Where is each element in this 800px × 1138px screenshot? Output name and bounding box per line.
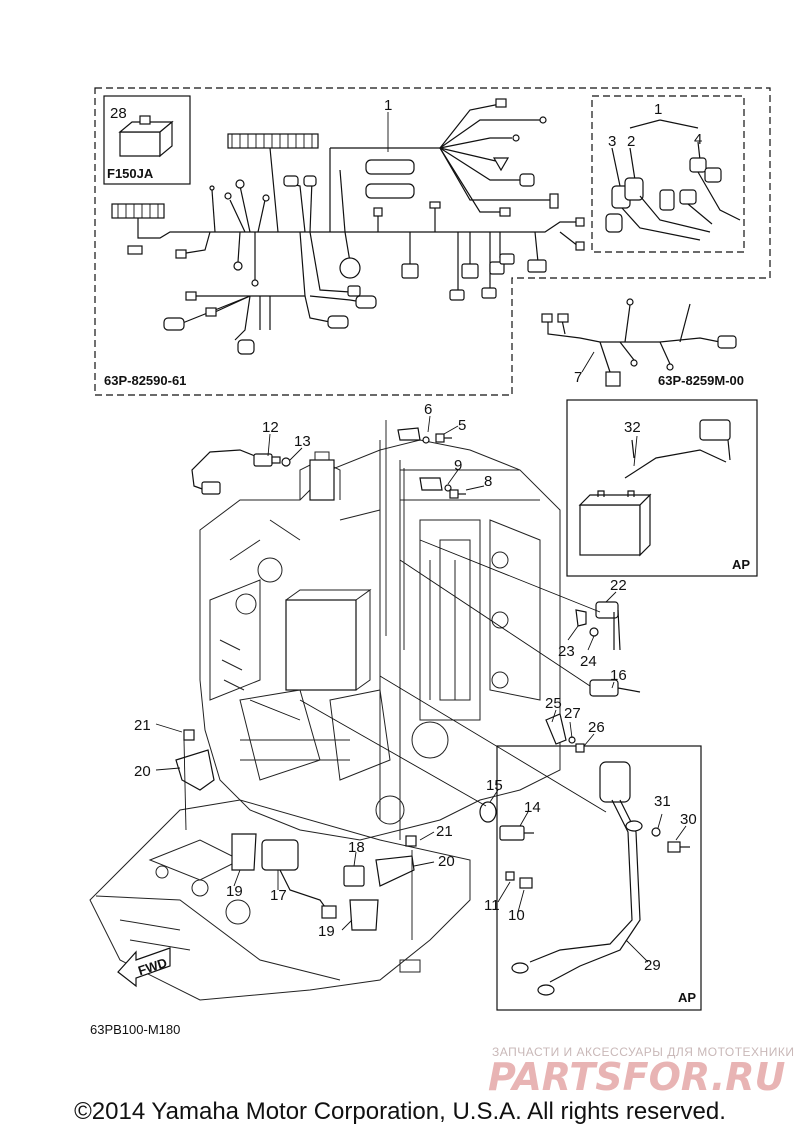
label-7: 7: [574, 369, 582, 386]
sensor-inset: [605, 119, 741, 241]
label-9: 9: [454, 457, 462, 474]
label-30: 30: [680, 811, 697, 828]
label-28: 28: [110, 105, 127, 122]
copyright-notice: ©2014 Yamaha Motor Corporation, U.S.A. A…: [74, 1098, 726, 1125]
figure-ref-code: 63PB100-M180: [90, 1022, 180, 1037]
label-14: 14: [524, 799, 541, 816]
label-31: 31: [654, 793, 671, 810]
engine-block: [199, 439, 561, 841]
label-17: 17: [270, 887, 287, 904]
sensor-22-16: [545, 601, 641, 753]
label-12: 12: [262, 419, 279, 436]
label-1: 1: [384, 97, 392, 114]
label-21b: 21: [436, 823, 453, 840]
label-18: 18: [348, 839, 365, 856]
label-10: 10: [508, 907, 525, 924]
battery-ap-box: [566, 399, 758, 577]
watermark-line1: ЗАПЧАСТИ И АКСЕССУАРЫ ДЛЯ МОТОТЕХНИКИ: [492, 1045, 794, 1059]
leader-lines: [155, 112, 687, 963]
watermark: ЗАПЧАСТИ И АКСЕССУАРЫ ДЛЯ МОТОТЕХНИКИ PA…: [488, 1045, 794, 1099]
part-number-labels: 1 1 2 3 4 28 7 6 5 9 8 12 13 32 22 23 24…: [110, 97, 702, 974]
label-8: 8: [484, 473, 492, 490]
label-4: 4: [694, 131, 702, 148]
label-13: 13: [294, 433, 311, 450]
watermark-line2: PARTSFOR.RU: [488, 1055, 786, 1099]
label-2: 2: [627, 133, 635, 150]
ap-label-2: AP: [678, 990, 696, 1005]
label-19b: 19: [318, 923, 335, 940]
label-29: 29: [644, 957, 661, 974]
label-5: 5: [458, 417, 466, 434]
label-15: 15: [486, 777, 503, 794]
label-26: 26: [588, 719, 605, 736]
label-27: 27: [564, 705, 581, 722]
label-16: 16: [610, 667, 627, 684]
ap-label-1: AP: [732, 557, 750, 572]
sensor-12: [191, 449, 291, 495]
label-6: 6: [424, 401, 432, 418]
relay-17-18-19-20: [175, 729, 533, 931]
fwd-arrow: [117, 947, 171, 988]
main-harness-box: [94, 87, 771, 396]
label-22: 22: [610, 577, 627, 594]
bolts-5-6-8-9: [397, 427, 466, 499]
label-25: 25: [545, 695, 562, 712]
label-23: 23: [558, 643, 575, 660]
label-20a: 20: [134, 763, 151, 780]
harness-sub-code: 63P-8259M-00: [658, 373, 744, 388]
ground-cable-ap-box: [496, 745, 702, 1011]
connector-28: [118, 115, 174, 158]
label-11: 11: [484, 897, 500, 914]
model-code: F150JA: [107, 166, 154, 181]
main-harness: [111, 98, 585, 355]
label-21a: 21: [134, 717, 151, 734]
label-20b: 20: [438, 853, 455, 870]
label-1-inset: 1: [654, 101, 662, 118]
sub-harness: [541, 298, 737, 387]
code-labels: F150JA 63P-82590-61 63P-8259M-00 AP AP F…: [90, 166, 750, 1037]
label-3: 3: [608, 133, 616, 150]
label-32: 32: [624, 419, 641, 436]
harness-main-code: 63P-82590-61: [104, 373, 186, 388]
sensor-14-15: [479, 801, 534, 841]
label-24: 24: [580, 653, 597, 670]
label-19a: 19: [226, 883, 243, 900]
